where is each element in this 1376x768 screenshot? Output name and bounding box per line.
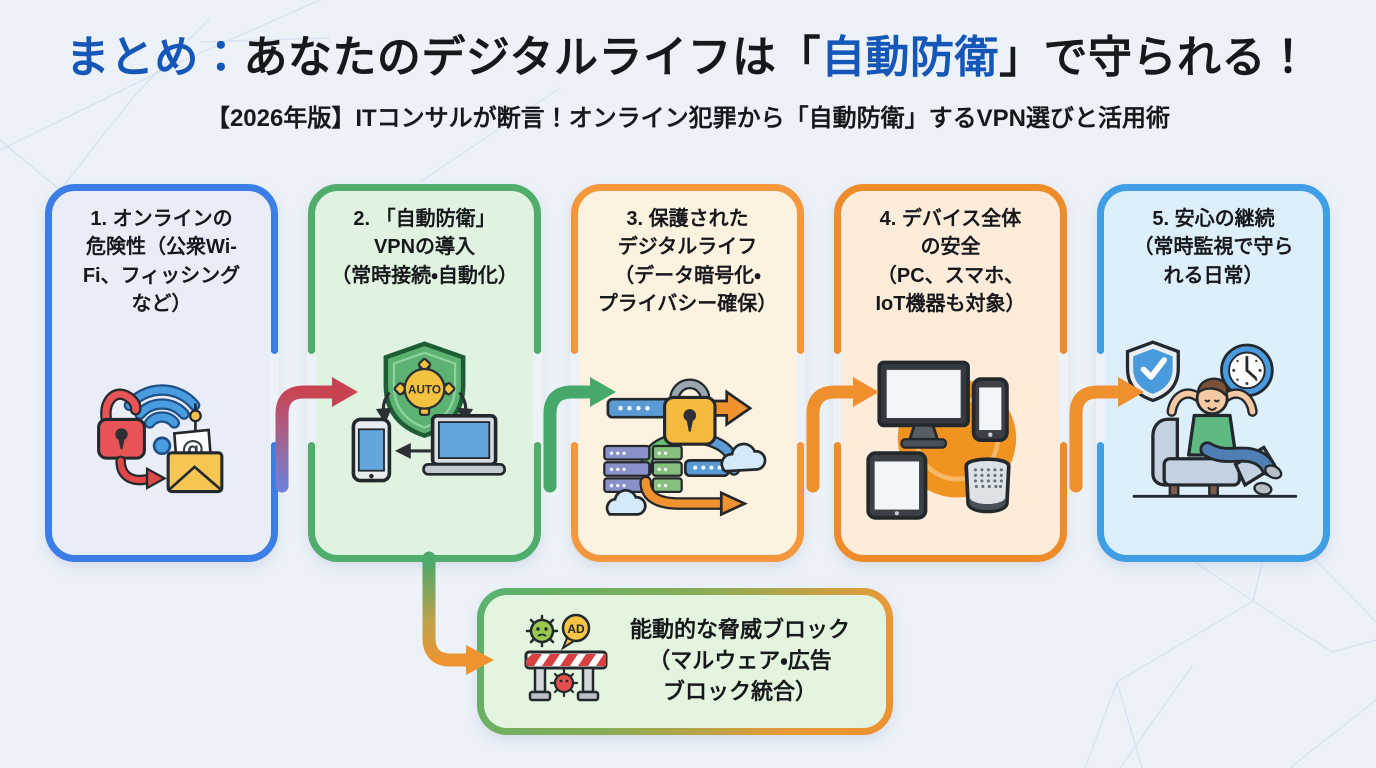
encrypted-data-flow-icon xyxy=(578,319,797,555)
border-gap xyxy=(833,340,842,456)
border-gap xyxy=(570,340,579,456)
step-5-label: 5. 安心の継続 （常時監視で守ら れる日常） xyxy=(1133,208,1294,287)
border-gap xyxy=(1096,340,1105,456)
callout-inner: AD xyxy=(484,595,886,728)
step-card-4-device-safety: 4. デバイス全体 の安全 （PC、スマホ、 IoT機器も対象） xyxy=(833,184,1068,562)
title-lead: まとめ： xyxy=(65,33,244,82)
border-gap xyxy=(307,340,316,456)
auto-vpn-shield-devices-icon: AUTO xyxy=(315,290,534,555)
step-3-label: 3. 保護された デジタルライフ （データ暗号化・ プライバシー確保） xyxy=(597,208,778,316)
step-card-3-protected-life: 3. 保護された デジタルライフ （データ暗号化・ プライバシー確保） xyxy=(570,184,805,562)
step-card-1-online-risks: 1. オンラインの 危険性（公衆Wi- Fi、フィッシング など） xyxy=(45,184,279,562)
title-before-accent: あなたのデジタルライフは「 xyxy=(243,33,822,82)
svg-text:AUTO: AUTO xyxy=(408,383,441,396)
step-2-label: 2. 「自動防衛」 VPNの導入 （常時接続・自動化） xyxy=(331,208,518,287)
border-gap xyxy=(270,340,279,456)
border-gap xyxy=(1059,340,1068,456)
callout-threat-block: AD xyxy=(477,588,893,735)
step-card-5-continued-safety: 5. 安心の継続 （常時監視で守ら れる日常） xyxy=(1096,184,1330,562)
step-1-label: 1. オンラインの 危険性（公衆Wi- Fi、フィッシング など） xyxy=(82,208,241,316)
step-4-label: 4. デバイス全体 の安全 （PC、スマホ、 IoT機器も対象） xyxy=(875,208,1026,316)
all-devices-protection-icon xyxy=(841,319,1060,555)
unsecured-wifi-phishing-icon: @ xyxy=(52,319,271,555)
page-subtitle: 【2026年版】ITコンサルが断言！オンライン犯罪から「自動防衛」するVPN選び… xyxy=(205,105,1171,132)
relaxed-user-monitoring-icon xyxy=(1104,290,1323,555)
svg-text:AD: AD xyxy=(567,622,585,636)
step-card-2-auto-vpn: 2. 「自動防衛」 VPNの導入 （常時接続・自動化） xyxy=(307,184,542,562)
page-title: まとめ：あなたのデジタルライフは「自動防衛」で守られる！ xyxy=(0,33,1376,82)
threat-block-barrier-icon: AD xyxy=(520,609,620,714)
border-gap xyxy=(533,340,542,456)
title-accent: 自動防衛 xyxy=(821,33,1000,82)
title-after-accent: 」で守られる！ xyxy=(999,33,1311,82)
border-gap xyxy=(796,340,805,456)
callout-label: 能動的な脅威ブロック （マルウェア・広告 ブロック統合） xyxy=(629,617,850,704)
